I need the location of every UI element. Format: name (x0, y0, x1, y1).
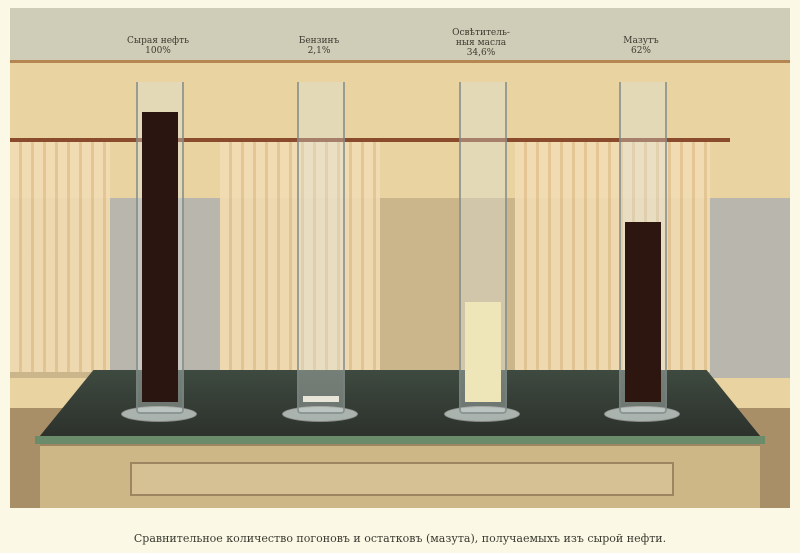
cylinder-base (604, 406, 680, 422)
graduated-cylinder (619, 82, 667, 414)
curtain-rail (10, 138, 730, 142)
graduated-cylinder (459, 82, 507, 414)
liquid-level (142, 112, 178, 402)
curtain (10, 142, 110, 372)
cylinder-base (121, 406, 197, 422)
liquid-level (303, 395, 339, 402)
header-band (10, 8, 790, 63)
cylinder-base (282, 406, 358, 422)
graduated-cylinder (136, 82, 184, 414)
table-edge (35, 436, 765, 444)
window (710, 198, 790, 378)
curtain (515, 142, 710, 372)
liquid-level (465, 301, 501, 402)
graduated-cylinder (297, 82, 345, 414)
caption: Сравнительное количество погоновъ и оста… (133, 532, 667, 545)
liquid-level (625, 222, 661, 402)
cylinder-base (444, 406, 520, 422)
table-drawer (130, 462, 674, 496)
curtain (220, 142, 380, 372)
